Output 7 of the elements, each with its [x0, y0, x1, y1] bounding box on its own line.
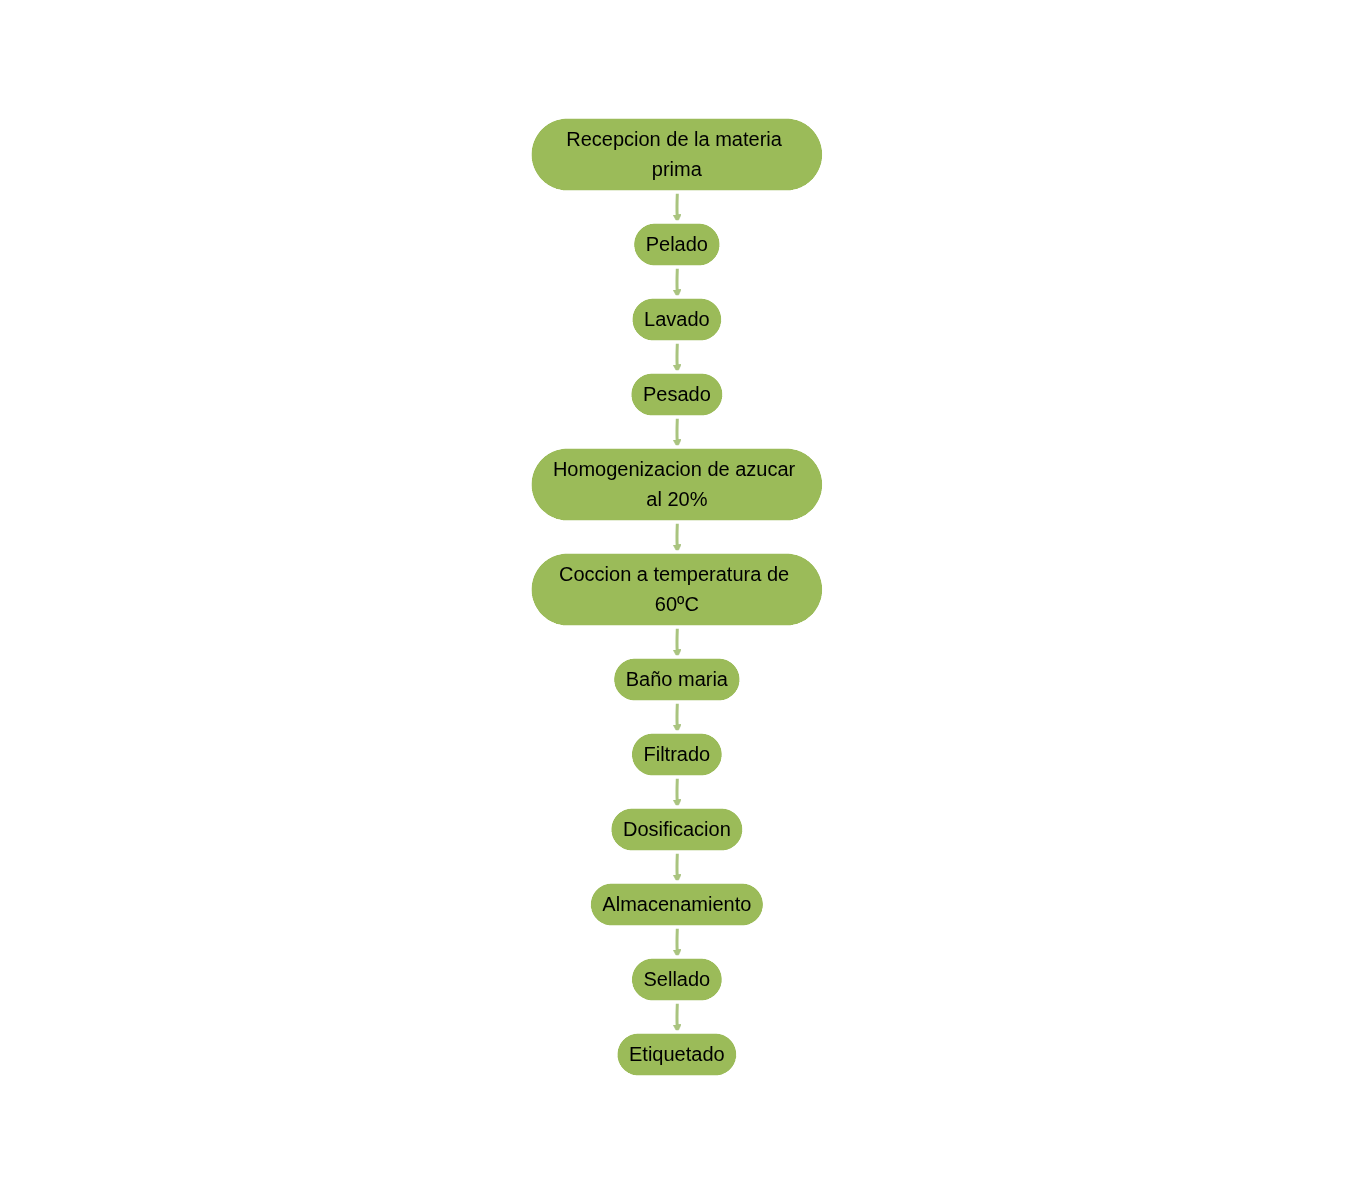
arrow — [672, 522, 682, 553]
arrow — [672, 702, 682, 733]
arrow — [672, 267, 682, 298]
arrow — [672, 417, 682, 448]
arrow — [672, 192, 682, 223]
arrow — [672, 627, 682, 658]
arrow — [672, 342, 682, 373]
